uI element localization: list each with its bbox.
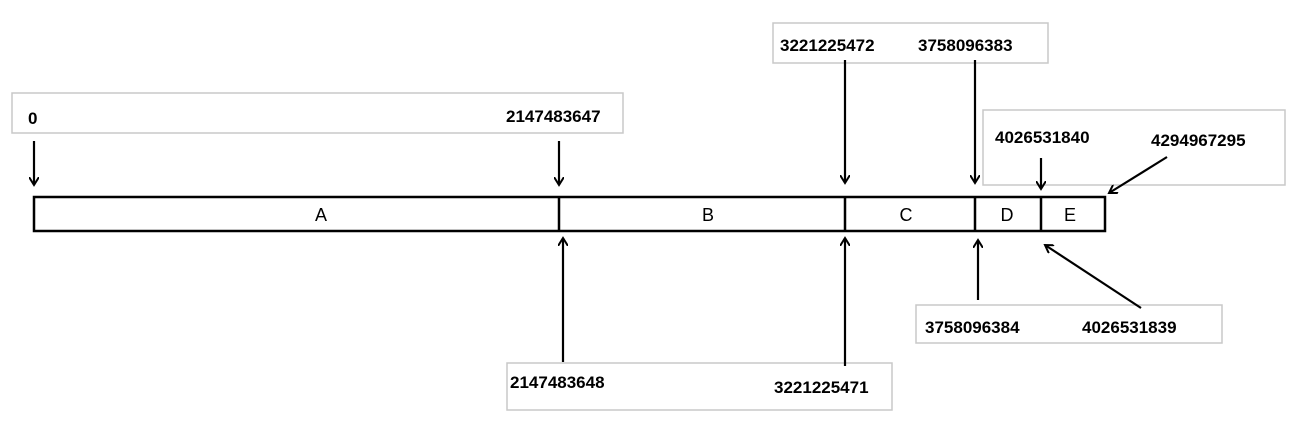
boundary-2147483648: 2147483648	[510, 373, 605, 392]
label-box-start-a	[11, 92, 624, 134]
segment-d-label: D	[1001, 205, 1014, 225]
label-box-start-c	[772, 22, 1049, 64]
segment-b-label: B	[702, 205, 714, 225]
address-bar	[32, 195, 1107, 233]
arrow-4026531839	[1045, 245, 1142, 309]
segment-c-label: C	[900, 205, 913, 225]
arrow-4294967295	[1109, 156, 1168, 193]
boundary-3758096383: 3758096383	[918, 36, 1013, 55]
boundary-0: 0	[28, 109, 37, 128]
boundary-4026531839: 4026531839	[1082, 318, 1177, 337]
label-box-b-start	[506, 362, 893, 411]
boundary-3221225471: 3221225471	[774, 378, 869, 397]
boundary-2147483647: 2147483647	[506, 107, 601, 126]
segment-e-label: E	[1064, 205, 1076, 225]
boundary-3221225472: 3221225472	[780, 36, 875, 55]
boundary-3758096384: 3758096384	[925, 318, 1020, 337]
label-box-e	[982, 109, 1286, 186]
segment-a-label: A	[315, 205, 327, 225]
boundary-4026531840: 4026531840	[995, 128, 1090, 147]
boundary-4294967295: 4294967295	[1151, 131, 1246, 150]
label-box-d-end	[915, 304, 1223, 344]
